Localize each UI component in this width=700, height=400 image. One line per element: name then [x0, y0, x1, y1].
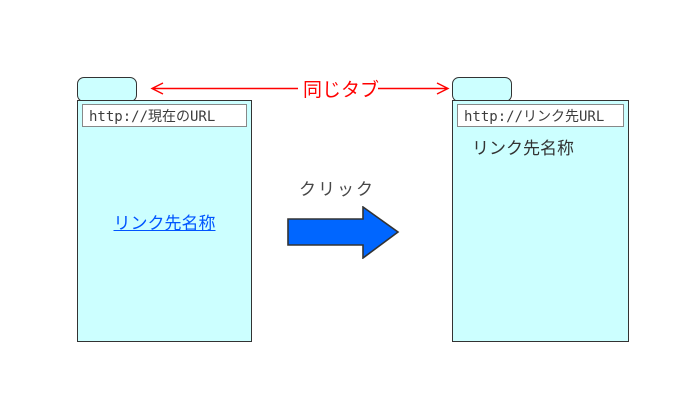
right-browser-tab[interactable] — [452, 77, 512, 102]
right-browser-window: http://リンク先URL リンク先名称 — [452, 100, 629, 342]
right-url-bar[interactable]: http://リンク先URL — [457, 104, 624, 127]
right-url-text: http://リンク先URL — [464, 108, 605, 125]
transition-arrow-icon — [287, 206, 400, 259]
left-browser-tab[interactable] — [77, 77, 137, 102]
same-tab-left-arrow-icon — [150, 82, 298, 95]
page-link[interactable]: リンク先名称 — [113, 214, 216, 233]
left-url-text: http://現在のURL — [89, 108, 216, 125]
left-browser-window: http://現在のURL リンク先名称 — [77, 100, 252, 342]
click-label: クリック — [299, 180, 375, 199]
same-tab-right-arrow-icon — [378, 82, 450, 95]
same-tab-label: 同じタブ — [303, 80, 380, 101]
left-url-bar[interactable]: http://現在のURL — [82, 104, 247, 127]
destination-page-title: リンク先名称 — [472, 139, 574, 158]
